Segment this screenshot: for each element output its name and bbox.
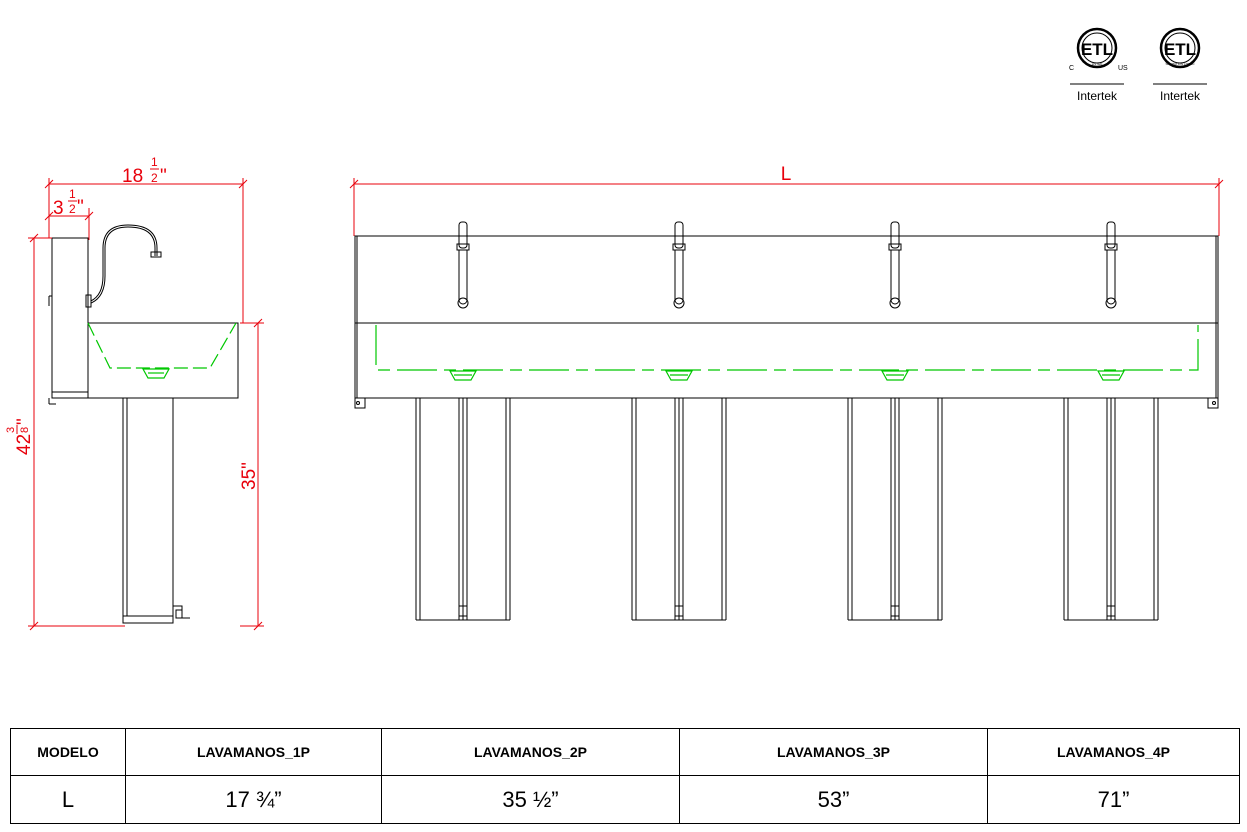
table-cell: L — [10, 775, 126, 824]
dim-denominator: 2 — [151, 171, 158, 185]
counter-height-dimension-label: 35" — [239, 462, 260, 490]
drain — [1096, 370, 1126, 381]
etl-sanitation-logo: ETL SANITATION LISTED Intertek — [1153, 27, 1207, 103]
etl-ring-text: LISTED — [1092, 62, 1103, 66]
front-view-drains — [448, 370, 1126, 381]
front-view-stations — [415, 221, 1159, 621]
intertek-label: Intertek — [1160, 89, 1201, 103]
dim-numerator: 3 — [5, 427, 17, 433]
etl-country-prefix: C — [1069, 65, 1074, 72]
table-header-cell: MODELO — [10, 728, 126, 776]
faucet-station — [1063, 221, 1159, 621]
technical-drawing: ETL LISTED C US Intertek ETL SANITATION … — [5, 27, 1224, 631]
dim-whole: 18 — [122, 166, 143, 187]
table-header-cell: LAVAMANOS_1P — [125, 728, 382, 776]
faucet-station — [415, 221, 511, 621]
dim-unit: " — [14, 418, 35, 425]
table-cell: 17 ¾” — [125, 775, 382, 824]
dim-denominator: 8 — [19, 427, 31, 433]
side-view-basin — [87, 322, 237, 379]
table-cell: 35 ½” — [381, 775, 680, 824]
dim-numerator: 1 — [69, 187, 76, 201]
side-view-dimensions — [28, 178, 264, 631]
side-view — [48, 224, 239, 624]
dim-numerator: 1 — [151, 155, 158, 169]
width-dimension-label: 18 1 2 " — [122, 155, 167, 187]
backsplash-dimension-label: 3 1 2 " — [53, 187, 84, 219]
model-dimensions-table: MODELO LAVAMANOS_1P LAVAMANOS_2P LAVAMAN… — [10, 728, 1240, 824]
drain — [880, 370, 910, 381]
faucet-station — [631, 221, 727, 621]
front-view — [354, 235, 1219, 409]
table-header-cell: LAVAMANOS_3P — [679, 728, 988, 776]
dim-whole: 3 — [53, 198, 64, 219]
length-dimension — [349, 178, 1224, 236]
etl-listed-logo: ETL LISTED C US Intertek — [1069, 27, 1128, 103]
table-cell: 53” — [679, 775, 988, 824]
faucet-station — [847, 221, 943, 621]
etl-mark: ETL — [1081, 40, 1113, 59]
table-header-cell: LAVAMANOS_4P — [987, 728, 1240, 776]
table-header-row: MODELO LAVAMANOS_1P LAVAMANOS_2P LAVAMAN… — [10, 728, 1240, 776]
table-header-cell: LAVAMANOS_2P — [381, 728, 680, 776]
total-height-dimension-label: 42 3 8 " — [5, 418, 35, 455]
drain — [448, 370, 478, 381]
table-row: L 17 ¾” 35 ½” 53” 71” — [10, 775, 1240, 824]
etl-mark: ETL — [1164, 40, 1196, 59]
intertek-label: Intertek — [1077, 89, 1118, 103]
length-dimension-label: L — [781, 164, 792, 185]
etl-ring-text: SANITATION LISTED — [1166, 62, 1196, 66]
table-cell: 71” — [987, 775, 1240, 824]
dim-denominator: 2 — [69, 202, 76, 216]
dim-unit: " — [77, 197, 84, 218]
dim-unit: " — [160, 166, 167, 187]
etl-country-suffix: US — [1118, 65, 1128, 72]
dim-whole: 42 — [14, 434, 35, 455]
drain — [664, 370, 694, 381]
front-view-basin — [375, 325, 1199, 371]
